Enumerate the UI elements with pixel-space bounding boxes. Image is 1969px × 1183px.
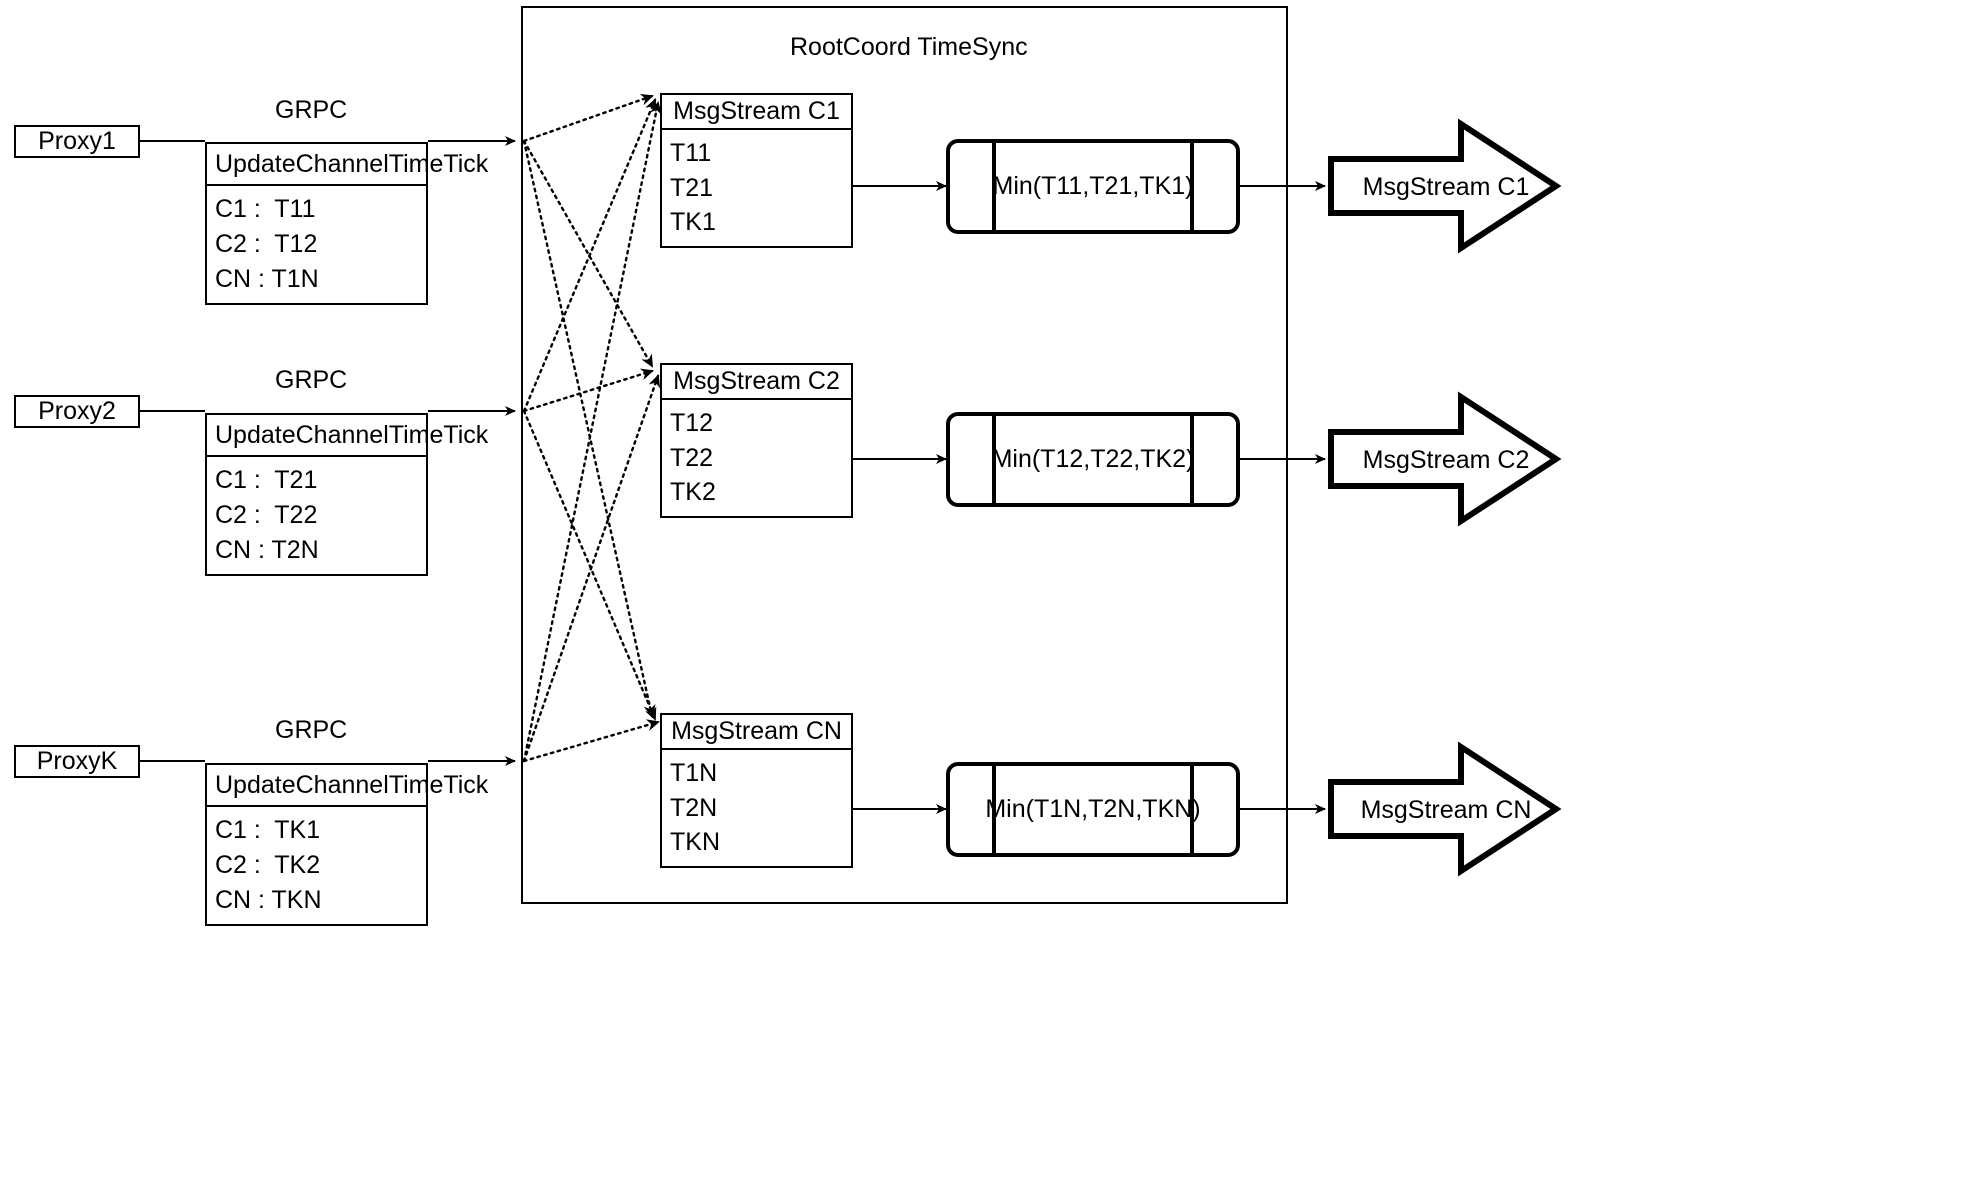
grpc-label-3: GRPC: [275, 716, 348, 744]
grpc-label-2: GRPC: [275, 366, 348, 394]
msgstream-row: T22: [670, 443, 714, 472]
proxy-label: Proxy2: [38, 397, 116, 425]
rootcoord-timesync-container: [521, 6, 1288, 904]
msgstream-box-title: MsgStream C1: [662, 95, 851, 130]
msgstream-box-rows: T1N T2N TKN: [662, 750, 851, 866]
timetick-row: C1 : T11: [215, 195, 316, 224]
min-node-2: Min(T12,T22,TK2): [946, 412, 1240, 507]
subroutine-left-bar: [992, 143, 996, 230]
min-node-label: Min(T1N,T2N,TKN): [985, 795, 1201, 823]
msgstream-row: TKN: [670, 828, 720, 857]
msgstream-row: T21: [670, 173, 714, 202]
msgstream-box-title: MsgStream C2: [662, 365, 851, 400]
msgstream-row: TK1: [670, 208, 716, 237]
timetick-row: C2 : TK2: [215, 851, 321, 880]
update-channel-timetick-box-1: UpdateChannelTimeTick C1 : T11 C2 : T12 …: [205, 142, 488, 305]
msgstream-box-1: MsgStream C1 T11 T21 TK1: [660, 93, 853, 248]
rootcoord-timesync-title: RootCoord TimeSync: [790, 33, 1028, 61]
output-block-arrow-shapes: [1328, 118, 1562, 877]
proxy-label: ProxyK: [36, 747, 118, 775]
timetick-box-title: UpdateChannelTimeTick: [207, 765, 488, 807]
subroutine-right-bar: [1190, 416, 1194, 503]
timetick-box-rows: C1 : TK1 C2 : TK2 CN : TKN: [207, 807, 426, 924]
output-arrow-label-2: MsgStream C2: [1362, 446, 1530, 474]
update-channel-timetick-box-3: UpdateChannelTimeTick C1 : TK1 C2 : TK2 …: [205, 763, 488, 926]
msgstream-row: T11: [670, 138, 712, 167]
msgstream-row: T12: [670, 408, 714, 437]
timetick-row: CN : TKN: [215, 886, 322, 915]
msgstream-box-rows: T11 T21 TK1: [662, 130, 851, 246]
msgstream-row: T1N: [670, 758, 718, 787]
timetick-row: C2 : T22: [215, 501, 318, 530]
msgstream-box-2: MsgStream C2 T12 T22 TK2: [660, 363, 853, 518]
min-node-1: Min(T11,T21,TK1): [946, 139, 1240, 234]
timetick-row: C1 : TK1: [215, 816, 321, 845]
min-node-label: Min(T11,T21,TK1): [992, 172, 1194, 200]
grpc-arrows: [428, 136, 516, 766]
proxy-label: Proxy1: [38, 127, 116, 155]
min-node-label: Min(T12,T22,TK2): [991, 445, 1195, 473]
output-arrow-label-1: MsgStream C1: [1362, 173, 1530, 201]
msgstream-box-3: MsgStream CN T1N T2N TKN: [660, 713, 853, 868]
proxy-node-3[interactable]: ProxyK: [14, 745, 140, 778]
min-node-3: Min(T1N,T2N,TKN): [946, 762, 1240, 857]
proxy-node-1[interactable]: Proxy1: [14, 125, 140, 158]
proxy-node-2[interactable]: Proxy2: [14, 395, 140, 428]
timetick-row: C2 : T12: [215, 230, 318, 259]
output-arrow-label-3: MsgStream CN: [1360, 796, 1532, 824]
timetick-box-rows: C1 : T21 C2 : T22 CN : T2N: [207, 457, 426, 574]
subroutine-left-bar: [992, 416, 996, 503]
msgstream-box-rows: T12 T22 TK2: [662, 400, 851, 516]
subroutine-right-bar: [1190, 143, 1194, 230]
timetick-box-rows: C1 : T11 C2 : T12 CN : T1N: [207, 186, 426, 303]
proxy-link-lines: [140, 140, 205, 762]
msgstream-row: T2N: [670, 793, 718, 822]
msgstream-row: TK2: [670, 478, 716, 507]
update-channel-timetick-box-2: UpdateChannelTimeTick C1 : T21 C2 : T22 …: [205, 413, 488, 576]
timetick-box-title: UpdateChannelTimeTick: [207, 144, 488, 186]
subroutine-right-bar: [1190, 766, 1194, 853]
subroutine-left-bar: [992, 766, 996, 853]
grpc-label-1: GRPC: [275, 96, 348, 124]
msgstream-box-title: MsgStream CN: [662, 715, 851, 750]
timetick-box-title: UpdateChannelTimeTick: [207, 415, 488, 457]
timetick-row: CN : T2N: [215, 536, 319, 565]
timetick-row: CN : T1N: [215, 265, 319, 294]
timetick-row: C1 : T21: [215, 466, 318, 495]
